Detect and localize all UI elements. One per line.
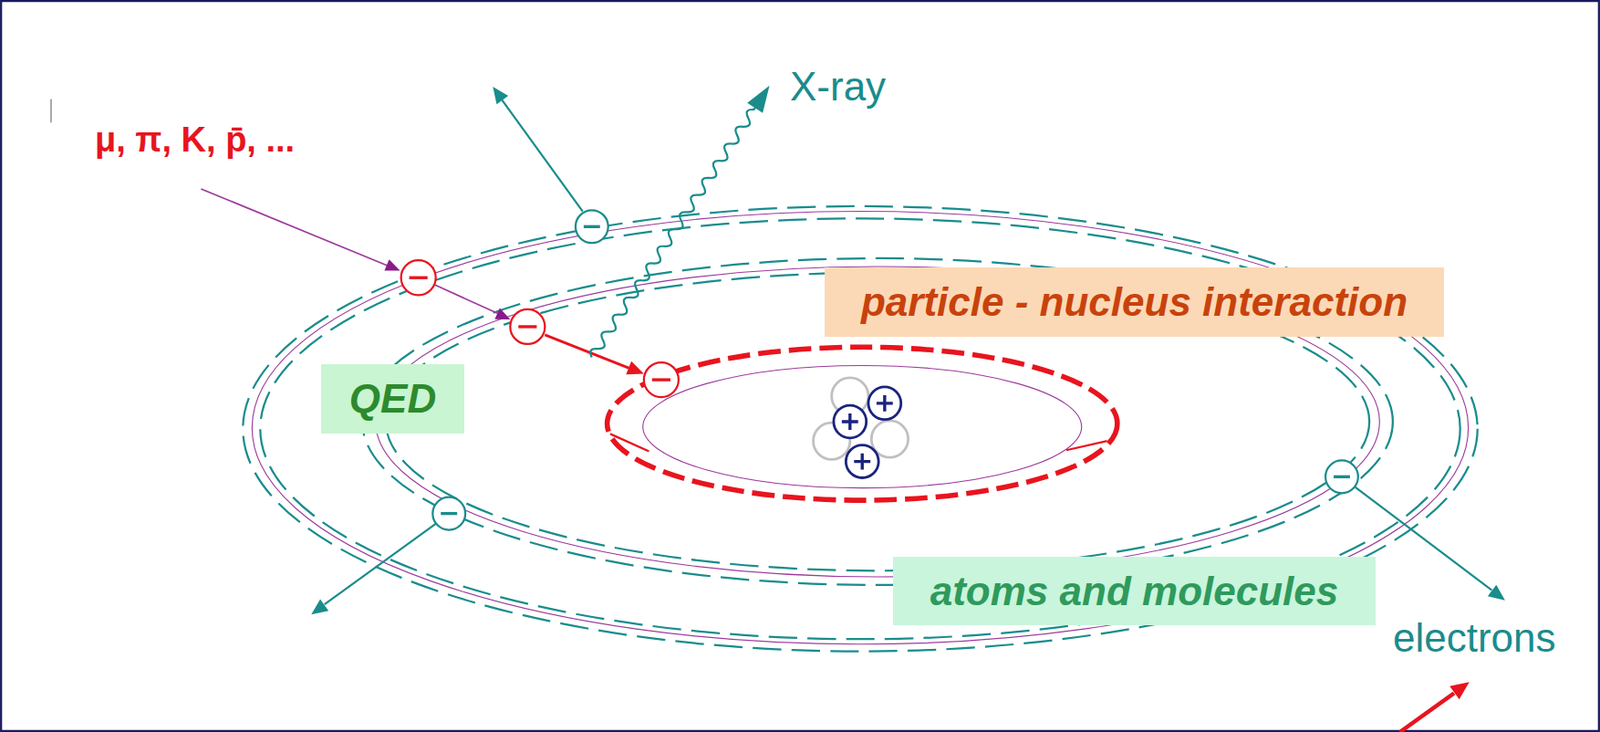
label-box: QED (321, 363, 465, 434)
xray-wave (583, 80, 778, 363)
exotic-orbit (607, 346, 1118, 500)
arrow-head (625, 361, 645, 375)
box-label: atoms and molecules (930, 568, 1339, 614)
tick-mark (50, 98, 52, 123)
electron-shell (242, 206, 1477, 652)
orbit-line (643, 364, 1082, 488)
annotation-label: electrons (1392, 614, 1557, 660)
label-wrapper: μ, π, K, p̄, ... (94, 120, 295, 160)
label-box: atoms and molecules (893, 556, 1376, 625)
nucleus (813, 377, 909, 478)
arrow-head (1449, 681, 1470, 699)
electron-shell (259, 218, 1460, 639)
particle-track (200, 188, 392, 268)
label-box: particle - nucleus interaction (824, 267, 1445, 337)
orbit-tick (1066, 440, 1108, 450)
ejected-electron (311, 86, 1506, 614)
annotation-label: X-ray (789, 63, 886, 109)
particle-track (544, 334, 633, 370)
label-wrapper: X-ray (789, 63, 886, 110)
particle-track (435, 284, 501, 314)
label-wrapper: electrons (1392, 614, 1557, 661)
arrow-head (384, 259, 400, 271)
box-label: particle - nucleus interaction (861, 279, 1408, 325)
orbit-line (251, 211, 1468, 645)
annotation-label: μ, π, K, p̄, ... (94, 120, 295, 159)
box-label: QED (349, 375, 437, 422)
arrow-head (494, 307, 510, 320)
orbit-tick (610, 433, 650, 451)
pointer-arrow (1400, 692, 1455, 732)
